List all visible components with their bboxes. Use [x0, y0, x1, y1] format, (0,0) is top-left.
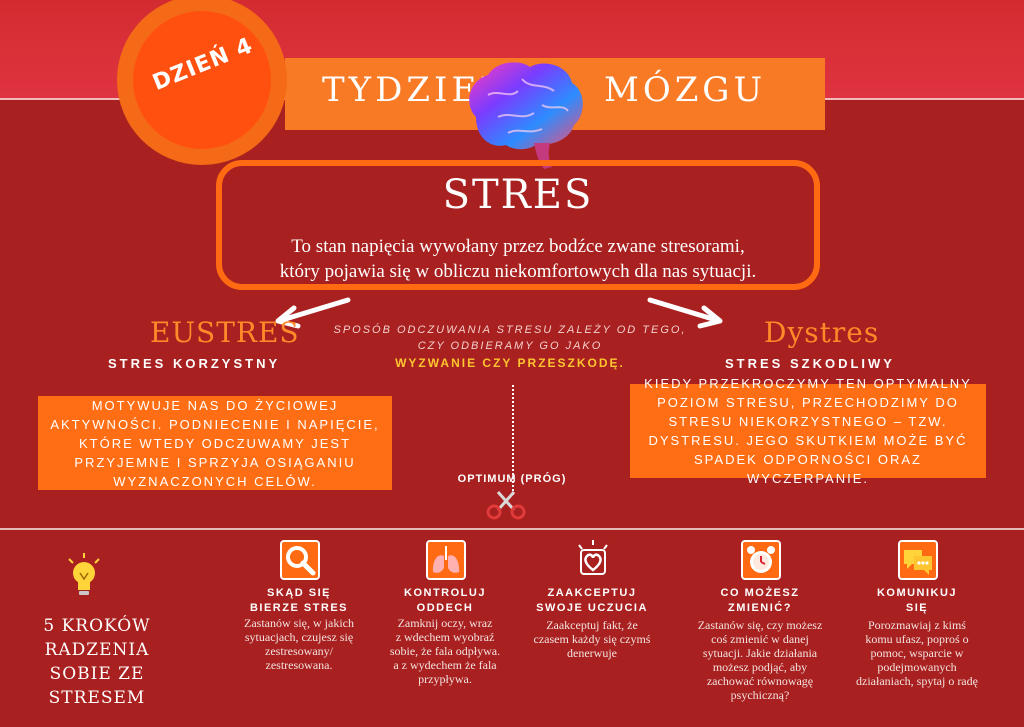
- heart-icon: [573, 540, 613, 580]
- step-description-line: działaniach, spytaj o radę: [856, 674, 978, 688]
- steps-title: 5 KROKÓW RADZENIA SOBIE ZE STRESEM: [14, 614, 180, 710]
- step-title-line: CO MOŻESZ: [720, 587, 800, 599]
- step-description: Porozmawiaj z kimś komu ufasz, poproś o …: [852, 618, 982, 688]
- step-description-line: Zamknij oczy, wraz: [397, 616, 493, 630]
- step-description-line: zachować równowagę: [706, 674, 814, 688]
- stres-description-line: To stan napięcia wywołany przez bodźce z…: [291, 236, 745, 257]
- chat-bubbles-icon: [898, 540, 938, 580]
- step-description-line: a z wydechem że fala: [393, 658, 497, 672]
- stres-definition-box: [216, 160, 820, 290]
- eustres-box: MOTYWUJE NAS DO ŻYCIOWEJ AKTYWNOŚCI. POD…: [38, 396, 392, 490]
- step-description-line: sytuacji. Jakie działania: [702, 646, 818, 660]
- step-title-line: ZAAKCEPTUJ: [547, 587, 637, 599]
- dystres-box: KIEDY PRZEKROCZYMY TEN OPTYMALNY POZIOM …: [630, 376, 986, 486]
- dystres-box-text: KIEDY PRZEKROCZYMY TEN OPTYMALNY POZIOM …: [644, 376, 972, 486]
- lungs-icon: [426, 540, 466, 580]
- step-description: Zastanów się, czy możesz coś zmienić w d…: [695, 618, 825, 702]
- dystres-subtitle: STRES SZKODLIWY: [725, 356, 895, 371]
- step-description-line: zestresowany/: [265, 644, 333, 658]
- middle-caption-line: CZY ODBIERAMY GO JAKO: [417, 340, 603, 352]
- stres-description-line: który pojawia się w obliczu niekomfortow…: [279, 261, 757, 282]
- step-title-line: KONTROLUJ: [404, 587, 486, 599]
- scissors-icon: [486, 491, 526, 520]
- step-description-line: sobie, że fala odpływa.: [389, 644, 501, 658]
- step-description-line: coś zmienić w danej: [711, 632, 809, 646]
- step-description-line: psychiczną?: [730, 688, 790, 702]
- stres-description: To stan napięcia wywołany przez bodźce z…: [216, 234, 820, 284]
- middle-caption: SPOSÓB ODCZUWANIA STRESU ZALEŻY OD TEGO,…: [330, 322, 690, 354]
- step-description-line: Zaakceptuj fakt, że: [546, 618, 638, 632]
- step-description-line: Zastanów się, czy możesz: [697, 618, 823, 632]
- step-description: Zamknij oczy, wraz z wdechem wyobraź sob…: [380, 616, 510, 686]
- steps-title-line: 5 KROKÓW RADZENIA: [43, 616, 151, 660]
- step-title: KONTROLUJ ODDECH: [380, 586, 510, 616]
- arrow-left-icon: [275, 297, 351, 329]
- day-badge: [133, 11, 271, 149]
- step-description-line: pomoc, wsparcie w: [870, 646, 964, 660]
- steps-title-line: SOBIE ZE STRESEM: [48, 664, 146, 708]
- step-title: ZAAKCEPTUJ SWOJE UCZUCIA: [527, 586, 657, 616]
- brain-icon: [469, 62, 583, 169]
- step-title-line: ODDECH: [416, 602, 474, 614]
- step-description: Zaakceptuj fakt, że czasem każdy się czy…: [527, 618, 657, 660]
- eustres-title: EUSTRES: [150, 316, 300, 349]
- dystres-title: Dystres: [764, 316, 880, 349]
- step-description-line: przypływa.: [418, 672, 472, 686]
- week-title-right: MÓZGU: [604, 70, 767, 110]
- step-description-line: Porozmawiaj z kimś: [868, 618, 966, 632]
- step-description-line: czasem każdy się czymś: [533, 632, 651, 646]
- step-description-line: z wdechem wyobraź: [395, 630, 495, 644]
- middle-emphasis: WYZWANIE CZY PRZESZKODĘ.: [395, 356, 625, 370]
- eustres-subtitle: STRES KORZYSTNY: [108, 356, 281, 371]
- step-title-line: SWOJE UCZUCIA: [536, 602, 648, 614]
- step-title-line: ZMIENIĆ?: [728, 602, 792, 614]
- step-title: SKĄD SIĘ BIERZE STRES: [234, 586, 364, 616]
- middle-caption-line: SPOSÓB ODCZUWANIA STRESU ZALEŻY OD TEGO,: [333, 324, 687, 336]
- alarm-clock-icon: [741, 540, 781, 580]
- arrow-right-icon: [647, 297, 723, 329]
- step-description-line: zestresowana.: [265, 658, 333, 672]
- stres-title: STRES: [442, 172, 594, 218]
- lightbulb-icon: [68, 553, 100, 595]
- step-description-line: możesz podjąć, aby: [712, 660, 808, 674]
- step-title: KOMUNIKUJ SIĘ: [852, 586, 982, 616]
- step-description-line: Zastanów się, w jakich: [244, 616, 354, 630]
- step-title: CO MOŻESZ ZMIENIĆ?: [695, 586, 825, 616]
- step-description: Zastanów się, w jakich sytuacjach, czuje…: [234, 616, 364, 672]
- step-title-line: SIĘ: [905, 602, 929, 614]
- step-description-line: denerwuje: [567, 646, 617, 660]
- step-description-line: komu ufasz, poproś o: [865, 632, 969, 646]
- step-description-line: sytuacjach, czujesz się: [244, 630, 354, 644]
- magnifier-icon: [280, 540, 320, 580]
- eustres-box-text: MOTYWUJE NAS DO ŻYCIOWEJ AKTYWNOŚCI. POD…: [50, 397, 380, 489]
- step-title-line: KOMUNIKUJ: [876, 587, 958, 599]
- optimum-label: OPTIMUM (PRÓG): [457, 473, 567, 485]
- threshold-line: [512, 385, 514, 495]
- step-description-line: podejmowanych: [877, 660, 957, 674]
- step-title-line: SKĄD SIĘ: [267, 587, 331, 599]
- section-divider: [0, 528, 1024, 530]
- step-title-line: BIERZE STRES: [249, 602, 349, 614]
